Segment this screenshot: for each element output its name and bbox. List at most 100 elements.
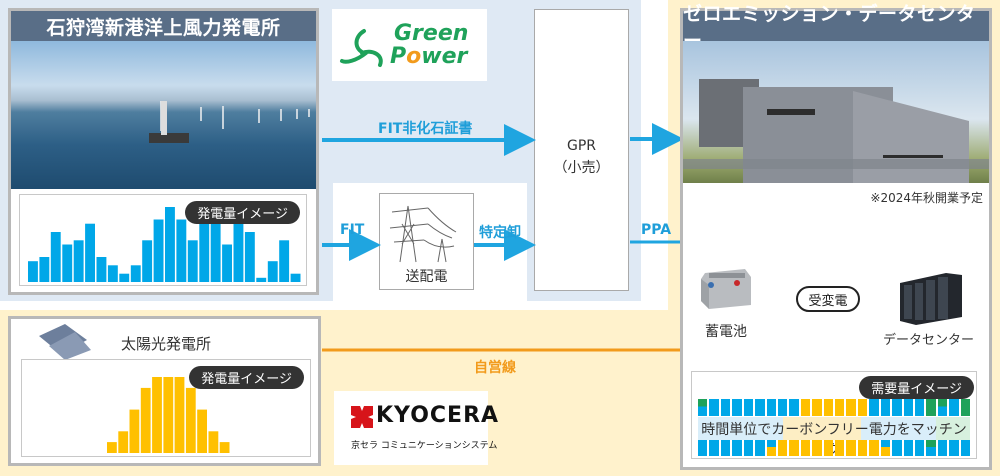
chart-bar [279,240,290,282]
wind-chart-pill: 発電量イメージ [185,201,300,224]
chart-bar [28,261,38,282]
demand-cell [937,399,948,416]
chart-bar [107,265,118,282]
chart-bar [165,207,175,282]
matching-band: 時間単位でカーボンフリー電力をマッチング [698,417,970,458]
demand-cell [835,399,845,416]
gpr-retail-label: （小売） [553,160,610,176]
demand-cell [903,399,914,416]
demand-cell [869,440,879,456]
demand-cell [755,440,765,456]
chart-bar [62,244,73,282]
green-power-o: o [406,44,422,69]
kyocera-mark-icon [351,406,373,428]
demand-cell [937,440,948,456]
ppa-label: PPA [641,222,672,238]
demand-top-row [698,399,971,416]
demand-cell [869,399,879,416]
chart-bar [185,387,196,453]
chart-bar [199,219,210,282]
demand-cell [960,399,971,416]
kyocera-logo: KYOCERA 京セラ コミュニケーションシステム [334,391,498,465]
demand-cell [926,440,936,456]
demand-cell [709,440,719,456]
demand-cell [766,440,776,456]
chart-bar [208,431,219,453]
transmission-tower-icon [389,205,457,263]
chart-bar [107,442,117,453]
chart-bar [73,240,84,282]
demand-cell [915,399,925,416]
fit-certificate-label: FIT非化石証書 [378,121,473,137]
transmission-label: 送配電 [405,269,448,285]
matching-band-battery-segment [936,417,970,440]
demand-cell [823,399,834,416]
matching-band-solar-segment [783,417,861,440]
demand-cell [823,440,834,456]
chart-bar [129,409,140,453]
chart-bar [152,377,162,453]
wholesale-label: 特定卸 [479,225,521,241]
substation-node: 受変電 [796,286,860,312]
chart-bar [118,431,129,453]
chart-bar [174,377,185,453]
demand-cell [743,399,754,416]
chart-bar [244,232,255,282]
green-power-p: P [390,44,407,69]
chart-bar [222,244,232,282]
solar-generation-chart: 発電量イメージ [21,359,311,457]
green-power-swirl-icon [340,29,383,67]
demand-cell [743,440,754,456]
green-power-wer: wer [421,44,468,69]
demand-cell [789,440,799,456]
chart-bar [267,261,278,282]
demand-cell [698,399,708,416]
kyocera-name: KYOCERA [376,403,500,428]
chart-bar [163,377,174,453]
data-center-title: ゼロエミッション・データセンター [683,3,989,52]
chart-bar [130,265,141,282]
demand-cell [857,440,868,456]
chart-bar [290,273,301,282]
chart-bar [256,277,267,282]
demand-cell [903,440,914,456]
fit-label: FIT [340,222,365,238]
demand-cell [777,440,788,456]
demand-cell [812,440,822,456]
demand-bottom-row [698,440,971,456]
green-power-logo: Green Power [332,9,487,81]
demand-cell [949,440,959,456]
chart-bar [153,219,164,282]
wind-bar-chart [28,207,301,282]
demand-matching-chart: 需要量イメージ 時間単位でカーボンフリー電力をマッチング [691,371,977,459]
chart-bar [176,219,187,282]
demand-cell [766,399,776,416]
chart-bar [142,240,153,282]
demand-cell [709,399,719,416]
chart-bar [119,273,130,282]
private-line-label: 自営線 [474,360,516,376]
solar-plant-panel: 太陽光発電所 発電量イメージ [8,316,321,466]
gpr-retail-box: GPR （小売） [534,9,629,291]
solar-chart-pill: 発電量イメージ [189,366,304,389]
chart-bar [233,223,244,282]
demand-cell [949,399,959,416]
demand-cell [732,399,742,416]
kyocera-subsidiary: 京セラ コミュニケーションシステム [351,441,498,451]
demand-cell [777,399,788,416]
green-power-line2: Power [390,46,467,68]
chart-bar [187,240,198,282]
demand-cell [800,399,811,416]
battery-label: 蓄電池 [705,324,747,340]
chart-bar [219,442,230,453]
blue-cream-gap [641,0,668,310]
solar-panel-icon [39,324,91,360]
demand-cell [926,399,936,416]
solar-bar-chart [107,377,230,453]
data-center-building-illustration [683,79,989,183]
chart-bar [96,257,107,282]
wind-farm-panel: 石狩湾新港洋上風力発電所 発電量イメージ [8,8,319,295]
demand-cell [880,399,891,416]
demand-cell [915,440,925,456]
demand-cell [846,440,856,456]
